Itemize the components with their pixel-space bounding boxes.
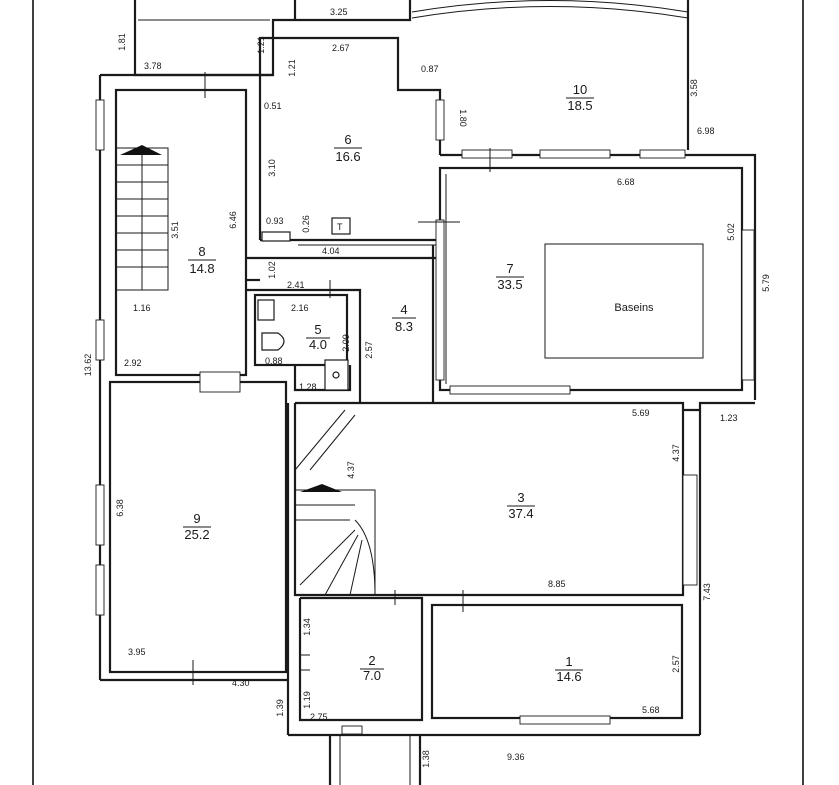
room-10-area: 18.5 <box>567 98 592 113</box>
dim-label: 0.87 <box>421 64 439 74</box>
room-2-area: 7.0 <box>363 668 381 683</box>
dim-label: 4.37 <box>346 461 356 479</box>
dim-label: 8.85 <box>548 579 566 589</box>
dim-label: 0.26 <box>301 215 311 233</box>
dim-label: 0.88 <box>265 356 283 366</box>
dim-label: 5.68 <box>642 705 660 715</box>
sink-icon <box>257 299 275 321</box>
dim-label: 3.58 <box>689 79 699 97</box>
dim-label: 7.43 <box>702 583 712 601</box>
dim-label: 3.25 <box>330 7 348 17</box>
counter-fixture <box>261 231 291 242</box>
dim-label: 0.93 <box>266 216 284 226</box>
dim-label: 1.80 <box>458 109 468 127</box>
pool <box>544 243 704 359</box>
dim-label: 6.98 <box>697 126 715 136</box>
room-8-area: 14.8 <box>189 261 214 276</box>
dim-label: 13.62 <box>83 354 93 377</box>
dim-label: 0.51 <box>264 101 282 111</box>
dim-label: 2.92 <box>124 358 142 368</box>
stair-arrow-icon <box>300 484 342 492</box>
tap-symbol: T <box>337 222 343 232</box>
dim-label: 1.38 <box>421 750 431 768</box>
dim-label: 4.30 <box>232 678 250 688</box>
dim-label: 2.75 <box>310 712 328 722</box>
room-10-number: 10 <box>573 82 587 97</box>
room-4-area: 8.3 <box>395 319 413 334</box>
dimensions-horizontal: 3.25 2.67 3.78 0.87 0.51 6.98 6.68 0.93 … <box>124 7 738 762</box>
room-1-number: 1 <box>565 654 572 669</box>
room-3-number: 3 <box>517 490 524 505</box>
walls <box>98 0 757 785</box>
room-6-area: 16.6 <box>335 149 360 164</box>
dimensions-vertical: 1.81 1.21 1.21 3.58 1.80 3.10 3.51 6.46 … <box>83 33 771 768</box>
dim-label: 2.57 <box>364 341 374 359</box>
stairs-lower <box>294 409 376 596</box>
windows <box>95 99 755 735</box>
room-4-number: 4 <box>400 302 407 317</box>
room-5-area: 4.0 <box>309 337 327 352</box>
dim-label: 3.95 <box>128 647 146 657</box>
dim-label: 1.19 <box>302 691 312 709</box>
room-7-area: 33.5 <box>497 277 522 292</box>
dim-label: 3.51 <box>170 221 180 239</box>
dim-label: 2.16 <box>291 303 309 313</box>
door-marks <box>192 72 491 685</box>
stairs-upper <box>115 145 169 291</box>
dim-label: 5.02 <box>726 223 736 241</box>
dim-label: 1.34 <box>302 618 312 636</box>
dim-label: 1.16 <box>133 303 151 313</box>
dim-label: 1.02 <box>267 261 277 279</box>
dim-label: 4.04 <box>322 246 340 256</box>
dim-label: 1.39 <box>275 699 285 717</box>
dim-label: 1.81 <box>117 33 127 51</box>
dim-label: 6.38 <box>115 499 125 517</box>
room-8-number: 8 <box>198 244 205 259</box>
dim-label: 2.67 <box>332 43 350 53</box>
tap-icon <box>331 217 351 235</box>
room-6-number: 6 <box>344 132 351 147</box>
dim-label: 4.37 <box>671 444 681 462</box>
dim-label: 5.79 <box>761 274 771 292</box>
room-7-number: 7 <box>506 261 513 276</box>
room-2-number: 2 <box>368 653 375 668</box>
dim-label: 1.23 <box>720 413 738 423</box>
room-9-area: 25.2 <box>184 527 209 542</box>
dim-label: 2.09 <box>341 334 351 352</box>
dim-label: 1.21 <box>256 36 266 54</box>
drain-icon <box>332 371 340 379</box>
dim-label: 6.68 <box>617 177 635 187</box>
dim-label: 2.57 <box>671 655 681 673</box>
room-labels: 10 18.5 6 16.6 8 14.8 7 33.5 4 8.3 5 4.0… <box>183 82 594 684</box>
pool-label: Baseins <box>614 302 654 314</box>
dim-label: 9.36 <box>507 752 525 762</box>
dim-label: 5.69 <box>632 408 650 418</box>
dim-label: 3.10 <box>267 159 277 177</box>
room-3-area: 37.4 <box>508 506 533 521</box>
stair-arrow-icon <box>120 145 162 155</box>
room-9-number: 9 <box>193 511 200 526</box>
dim-label: 6.46 <box>228 211 238 229</box>
dim-label: 2.41 <box>287 280 305 290</box>
dim-label: 1.28 <box>299 382 317 392</box>
dim-label: 1.21 <box>287 59 297 77</box>
dim-label: 3.78 <box>144 61 162 71</box>
toilet-icon <box>261 332 285 351</box>
room-5-number: 5 <box>314 322 321 337</box>
room-1-area: 14.6 <box>556 669 581 684</box>
